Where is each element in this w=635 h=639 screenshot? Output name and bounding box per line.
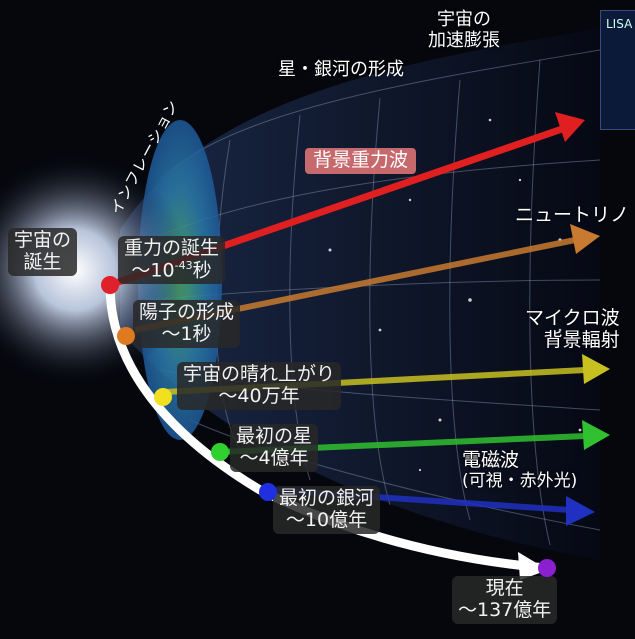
em-wave-label: 電磁波 (可視・赤外光) [462,449,578,491]
cmb-label: マイクロ波 背景輻射 [525,307,620,351]
milestone-gravity: 重力の誕生 〜10-43秒 [118,236,226,285]
gravitational-wave-background-label: 背景重力波 [305,148,417,174]
milestone-first-star: 最初の星 〜4億年 [230,424,319,472]
accelerated-expansion-label: 宇宙の 加速膨張 [428,9,500,51]
lisa-label: LISA [606,17,633,31]
milestone-first-galaxy: 最初の銀河 〜10億年 [273,486,381,534]
lisa-inset: LISA [600,10,635,130]
birth-of-universe-label: 宇宙の 誕生 [8,228,78,276]
star-galaxy-formation-label: 星・銀河の形成 [278,59,404,80]
neutrino-label: ニュートリノ [515,204,630,226]
milestone-present: 現在 〜137億年 [452,576,558,624]
milestone-recombination: 宇宙の晴れ上がり 〜40万年 [177,362,342,410]
milestone-proton: 陽子の形成 〜1秒 [133,300,241,348]
